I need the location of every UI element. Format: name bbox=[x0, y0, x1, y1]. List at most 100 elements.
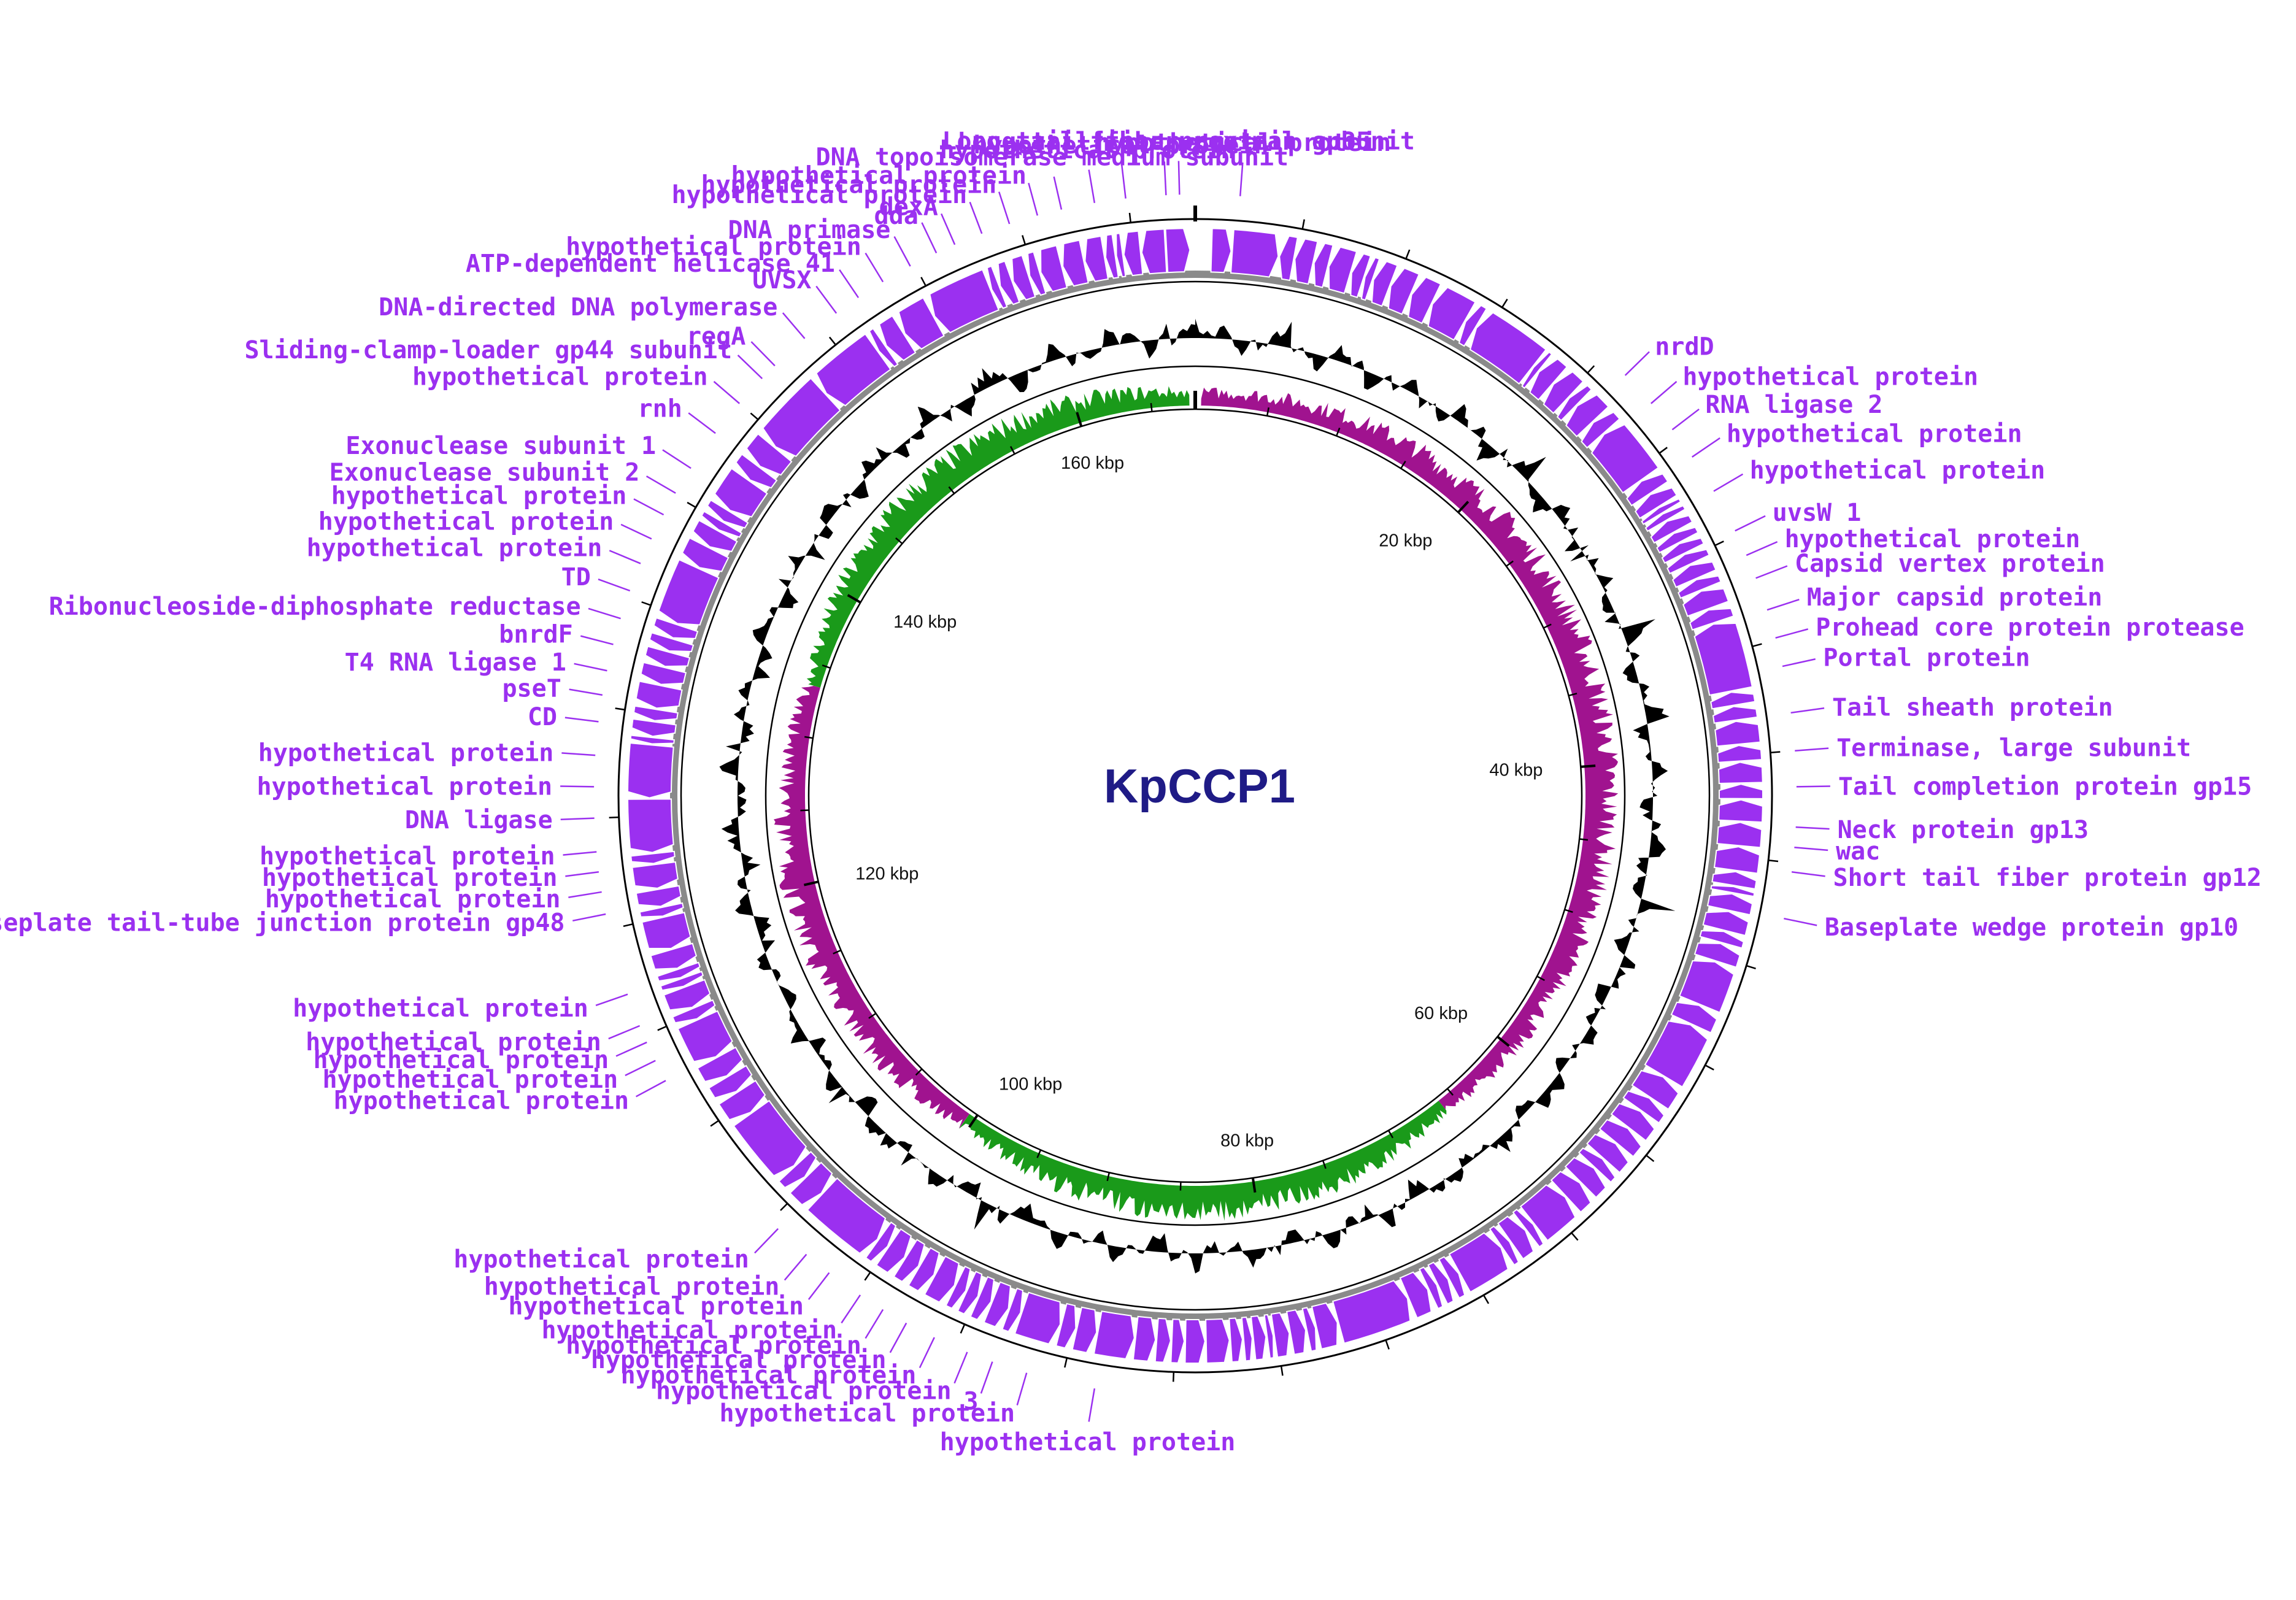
gene-label-leader bbox=[688, 412, 716, 434]
gene-arrow bbox=[893, 1239, 925, 1283]
gene-arrow bbox=[1123, 230, 1144, 277]
gene-label: hypothetical protein bbox=[1727, 420, 2022, 448]
gene-label: hypothetical protein bbox=[1785, 525, 2081, 553]
ruler-tick bbox=[804, 736, 814, 739]
gene-arrow bbox=[1399, 1271, 1432, 1319]
gene-label: hypothetical protein bbox=[306, 1028, 601, 1056]
gene-label-leader bbox=[998, 191, 1011, 225]
gene-arrow bbox=[1714, 720, 1761, 747]
gene-arrow bbox=[1141, 228, 1168, 275]
gene-label-leader bbox=[1163, 161, 1167, 196]
gene-label: hypothetical protein bbox=[314, 1046, 609, 1074]
gene-arrow bbox=[983, 1281, 1011, 1328]
gene-arrow bbox=[1716, 821, 1763, 848]
gene-arrow bbox=[1279, 235, 1298, 282]
ruler-tick bbox=[1581, 764, 1596, 768]
gene-arrow bbox=[1712, 706, 1759, 724]
gene-arrow bbox=[1489, 1225, 1520, 1266]
gene-arrow bbox=[1230, 229, 1279, 278]
gene-label: T4 RNA ligase 1 bbox=[345, 648, 566, 677]
outer-tick bbox=[780, 1202, 788, 1211]
outer-tick bbox=[1658, 447, 1668, 454]
gene-arrow bbox=[1556, 385, 1593, 422]
gene-label: hypothetical protein bbox=[412, 363, 708, 391]
gene-label: UVSX bbox=[752, 266, 811, 294]
gene-arrow bbox=[1578, 1147, 1616, 1183]
gene-label-leader bbox=[1795, 747, 1829, 752]
gene-label: hypothetical protein bbox=[656, 1377, 952, 1406]
gene-label-leader bbox=[1121, 164, 1127, 199]
gene-arrow bbox=[1285, 1309, 1306, 1355]
gene-label-leader bbox=[1016, 1372, 1028, 1406]
gene-label: hypothetical protein bbox=[265, 885, 561, 913]
gene-arrow bbox=[1710, 885, 1755, 898]
gene-label-leader bbox=[615, 1041, 647, 1057]
gene-arrow bbox=[635, 680, 683, 709]
outer-tick bbox=[1405, 249, 1411, 260]
gene-arrow bbox=[997, 260, 1020, 306]
gene-label-leader bbox=[595, 993, 628, 1007]
gene-arrow bbox=[1671, 561, 1717, 588]
gene-arrow bbox=[1598, 1118, 1643, 1158]
outer-tick bbox=[1173, 1372, 1175, 1382]
gene-label-leader bbox=[754, 1228, 779, 1254]
gene-label-leader bbox=[865, 1309, 884, 1339]
gene-label-leader bbox=[919, 1337, 935, 1369]
gene-label-leader bbox=[1755, 565, 1788, 579]
outer-tick bbox=[710, 1120, 720, 1127]
ruler-tick bbox=[803, 880, 819, 887]
gene-label: uvsW 1 bbox=[1773, 499, 1862, 527]
gene-arrow bbox=[806, 1177, 887, 1255]
gene-label: 3 bbox=[963, 1388, 978, 1416]
gene-arrow bbox=[1693, 622, 1753, 696]
gene-label: hypothetical protein bbox=[484, 1272, 780, 1301]
gene-arrow bbox=[707, 1064, 753, 1099]
gene-arrow bbox=[929, 269, 1000, 334]
gene-arrow bbox=[1055, 1302, 1077, 1349]
kbp-tick-label: 20 kbp bbox=[1379, 531, 1432, 551]
gene-arrow bbox=[1014, 1291, 1061, 1345]
gene-label-leader bbox=[565, 871, 599, 877]
gene-label-leader bbox=[782, 312, 806, 339]
kbp-tick-label: 120 kbp bbox=[855, 864, 919, 883]
gene-label: DNA topoisomerase medium subunit bbox=[815, 143, 1289, 171]
gene-label-leader bbox=[841, 1294, 861, 1324]
gc-skew-negative-region bbox=[1201, 387, 1619, 1110]
gene-label-leader bbox=[563, 851, 597, 856]
gene-arrow bbox=[1084, 235, 1109, 282]
gene-arrow bbox=[1170, 1318, 1185, 1364]
gene-arrow bbox=[878, 315, 917, 361]
gene-label-leader bbox=[750, 341, 776, 367]
gene-arrow bbox=[696, 1046, 744, 1083]
ruler-tick bbox=[1579, 838, 1589, 841]
ruler-tick bbox=[1400, 461, 1406, 469]
ruler-tick bbox=[1543, 623, 1552, 629]
gene-label: hypothetical protein bbox=[671, 181, 967, 209]
gene-arrow bbox=[1132, 1315, 1157, 1362]
gene-label: Capsid vertex protein bbox=[1795, 550, 2105, 578]
gene-arrow bbox=[1718, 783, 1764, 799]
track-rings bbox=[617, 218, 1773, 1374]
gene-label-leader bbox=[662, 449, 691, 469]
outer-tick bbox=[1714, 540, 1724, 547]
gene-arrow bbox=[627, 798, 674, 853]
gene-arrow bbox=[1590, 423, 1660, 494]
gene-label: hypothetical protein bbox=[262, 864, 558, 892]
gene-arrow bbox=[1071, 1306, 1098, 1354]
gene-label-leader bbox=[1624, 351, 1650, 376]
ruler-tick bbox=[868, 1012, 877, 1019]
gene-label-leader bbox=[815, 285, 838, 314]
gene-arrow bbox=[1529, 358, 1568, 401]
outer-tick bbox=[623, 923, 633, 927]
gene-label-leader bbox=[807, 1272, 830, 1300]
gene-label-leader bbox=[1795, 826, 1830, 830]
gene-arrow bbox=[1313, 242, 1334, 288]
gene-arrow bbox=[1717, 761, 1763, 785]
ruler-tick bbox=[915, 1068, 923, 1076]
ruler-tick bbox=[1536, 975, 1545, 982]
outer-tick bbox=[1385, 1339, 1390, 1350]
gene-arrow bbox=[1626, 473, 1669, 507]
gene-arrow bbox=[1350, 253, 1372, 299]
gene-arrow bbox=[923, 1255, 960, 1303]
